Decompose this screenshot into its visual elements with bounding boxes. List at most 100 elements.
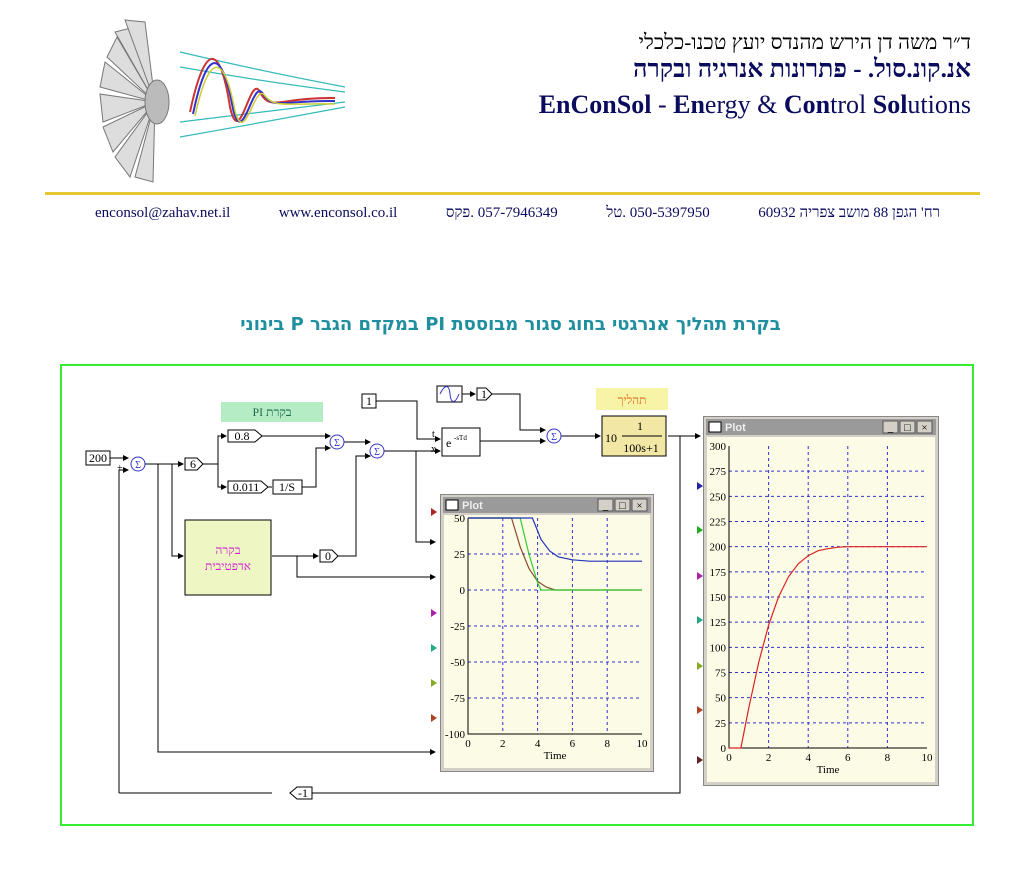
delay-port-x: x xyxy=(431,444,436,455)
x-axis-label: Time xyxy=(544,750,567,762)
process-label: תהליך xyxy=(618,393,647,407)
window-title: Plot xyxy=(462,500,483,512)
delay-const-value: 1 xyxy=(366,394,372,408)
window-icon xyxy=(708,421,722,433)
gain-block-adaptive[interactable] xyxy=(319,549,339,563)
brand-part: Sol xyxy=(616,90,652,119)
diagram-frame xyxy=(60,364,974,826)
gain-block-ki[interactable] xyxy=(227,480,269,494)
y-tick-label: 300 xyxy=(710,441,727,453)
y-tick-label: 50 xyxy=(454,513,466,525)
brand-part: Con xyxy=(783,90,831,119)
brand-part: Con xyxy=(570,90,617,119)
y-tick-label: -25 xyxy=(450,621,465,633)
brand-part: - xyxy=(651,90,674,119)
pi-label-box xyxy=(221,402,323,422)
integrator-block[interactable] xyxy=(272,479,303,495)
adaptive-control-block[interactable] xyxy=(184,519,272,596)
y-tick-label: -50 xyxy=(450,657,465,669)
pi-label: בקרת PI xyxy=(252,405,291,419)
ki-value: 0.011 xyxy=(233,480,260,494)
close-button[interactable] xyxy=(631,498,648,512)
y-tick-label: -100 xyxy=(445,729,466,741)
adaptive-gain-value: 0 xyxy=(325,549,331,563)
sum-symbol: Σ xyxy=(334,438,340,449)
y-tick-label: 25 xyxy=(454,549,466,561)
minimize-button[interactable] xyxy=(597,498,614,512)
x-tick-label: 8 xyxy=(604,738,610,750)
wires xyxy=(110,391,701,796)
y-tick-label: 150 xyxy=(710,592,727,604)
minimize-button[interactable] xyxy=(882,420,899,434)
sum-block-control[interactable] xyxy=(369,443,385,459)
y-tick-label: 75 xyxy=(715,668,727,680)
y-tick-label: 25 xyxy=(715,718,727,730)
feedback-gain-block[interactable] xyxy=(289,786,313,800)
x-tick-label: 10 xyxy=(637,738,649,750)
process-label-box xyxy=(596,388,668,410)
minimize-icon: _ xyxy=(602,500,609,512)
kp-value: 0.8 xyxy=(235,429,250,443)
sum-block-error[interactable] xyxy=(130,456,146,472)
gain-block-disturbance[interactable] xyxy=(476,387,493,401)
series-line xyxy=(729,546,927,749)
window-icon xyxy=(445,499,459,511)
plot-area-bg xyxy=(444,515,650,768)
y-tick-label: 0 xyxy=(721,743,727,755)
blocks: 200 Σ + 6 בקרת PI 0.8 0.011 1/S Σ Σ בקרה… xyxy=(85,385,668,800)
brand-part: En xyxy=(538,90,571,119)
maximize-button[interactable] xyxy=(899,420,916,434)
feedback-gain-value: -1 xyxy=(298,786,308,800)
close-button[interactable] xyxy=(916,420,933,434)
adaptive-label-1: בקרה xyxy=(215,543,240,557)
y-tick-label: 250 xyxy=(710,491,727,503)
sum-block-pi[interactable] xyxy=(329,434,345,450)
maximize-icon: □ xyxy=(904,422,911,434)
minimize-icon: _ xyxy=(887,422,894,434)
contact-line: enconsol@zahav.net.il www.enconsol.co.il… xyxy=(95,205,940,222)
brand-part: ergy & xyxy=(704,90,784,119)
consultant-name: ד״ר משה דן הירש מהנדס יועץ טכנו-כלכלי xyxy=(638,30,971,54)
x-tick-label: 2 xyxy=(766,752,772,764)
title-bar[interactable] xyxy=(706,419,936,435)
x-tick-label: 4 xyxy=(805,752,811,764)
y-tick-label: 200 xyxy=(710,542,727,554)
sum-symbol: Σ xyxy=(135,460,141,471)
delay-constant[interactable] xyxy=(361,393,377,409)
x-tick-label: 10 xyxy=(922,752,934,764)
sum-block-disturbance[interactable] xyxy=(546,428,562,444)
brand-part: En xyxy=(673,90,705,119)
integrator-label: 1/S xyxy=(279,480,295,494)
maximize-button[interactable] xyxy=(614,498,631,512)
x-tick-label: 4 xyxy=(535,738,541,750)
header-divider xyxy=(45,192,980,195)
sum-symbol: Σ xyxy=(551,432,557,443)
gain-block-main[interactable] xyxy=(184,457,204,471)
website-link[interactable]: www.enconsol.co.il xyxy=(278,205,398,221)
email-link[interactable]: enconsol@zahav.net.il xyxy=(95,205,231,221)
setpoint-value: 200 xyxy=(89,451,107,465)
maximize-icon: □ xyxy=(619,500,626,512)
company-name-english: EnConSol - Energy & Control Solutions xyxy=(539,90,971,120)
brand-part: Sol xyxy=(872,90,908,119)
x-tick-label: 0 xyxy=(465,738,471,750)
x-tick-label: 8 xyxy=(885,752,891,764)
series-line xyxy=(468,517,642,562)
brand-part: utions xyxy=(907,90,971,119)
x-tick-label: 2 xyxy=(500,738,506,750)
x-tick-label: 0 xyxy=(726,752,732,764)
process-gain: 10 xyxy=(605,431,617,445)
plot-area-bg xyxy=(707,437,935,782)
delay-block[interactable] xyxy=(441,427,481,457)
plot-input-ports xyxy=(431,482,703,764)
adaptive-label-2: אדפטיבית xyxy=(205,559,251,573)
sine-wave-icon xyxy=(439,386,460,402)
x-tick-label: 6 xyxy=(570,738,576,750)
gain-block-kp[interactable] xyxy=(227,429,263,443)
setpoint-constant[interactable] xyxy=(85,450,111,466)
address: רח' הגפן 88 מושב צפריה 60932 xyxy=(758,205,940,221)
y-tick-label: 100 xyxy=(710,642,727,654)
